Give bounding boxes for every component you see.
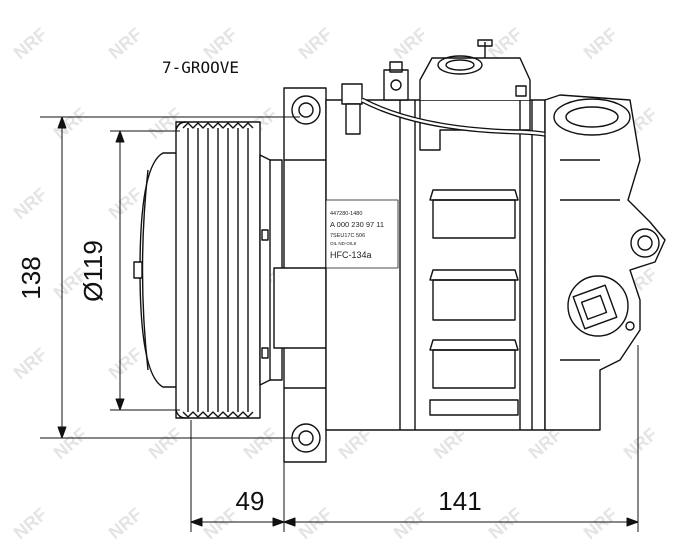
dimension-body-length: 141: [438, 486, 481, 516]
rear-head: [544, 94, 666, 431]
nrf-watermark-logo: NRF: [485, 24, 526, 63]
nrf-watermark-logo: NRF: [10, 24, 51, 63]
pulley: [133, 121, 283, 419]
nrf-watermark-logo: NRF: [240, 424, 281, 463]
nrf-watermark-logo: NRF: [295, 504, 336, 543]
nrf-watermark-logo: NRF: [390, 24, 431, 63]
top-port: [419, 39, 531, 151]
nameplate-refrigerant: HFC-134a: [330, 250, 372, 260]
nrf-watermark-logo: NRF: [390, 504, 431, 543]
dimension-height: 138: [16, 256, 46, 299]
nrf-watermark-logo: NRF: [295, 24, 336, 63]
nrf-watermark-logo: NRF: [580, 504, 621, 543]
nrf-watermark-logo: NRF: [620, 424, 661, 463]
nrf-watermark-logo: NRF: [105, 344, 146, 383]
nrf-watermark-logo: NRF: [10, 504, 51, 543]
nrf-watermark-logo: NRF: [580, 24, 621, 63]
dimension-lines: [40, 116, 639, 532]
nrf-watermark-logo: NRF: [50, 424, 91, 463]
nameplate-line-4: OIL ND-OIL8: [330, 241, 357, 246]
nrf-watermark-logo: NRF: [105, 24, 146, 63]
nrf-watermark-logo: NRF: [10, 344, 51, 383]
nrf-watermark-logo: NRF: [105, 504, 146, 543]
nrf-watermark-logo: NRF: [50, 104, 91, 143]
nameplate-line-1: 447280-1480: [330, 211, 362, 217]
nameplate-line-3: 7SEU17C 506: [330, 233, 365, 239]
nameplate-line-2: A 000 230 97 11: [330, 220, 384, 229]
nameplate-text: 447280-1480 A 000 230 97 11 7SEU17C 506 …: [330, 211, 384, 260]
nrf-watermark-logo: NRF: [485, 504, 526, 543]
nrf-watermark-logo: NRF: [105, 184, 146, 223]
front-housing: [273, 87, 327, 463]
pulley-grooves: [182, 122, 254, 418]
nrf-watermark-logo: NRF: [145, 424, 186, 463]
dimension-pulley-diameter: Ø119: [78, 240, 108, 302]
nrf-watermark-logo: NRF: [10, 184, 51, 223]
dimension-pulley-depth: 49: [236, 486, 265, 516]
groove-label: 7-GROOVE: [162, 58, 239, 77]
